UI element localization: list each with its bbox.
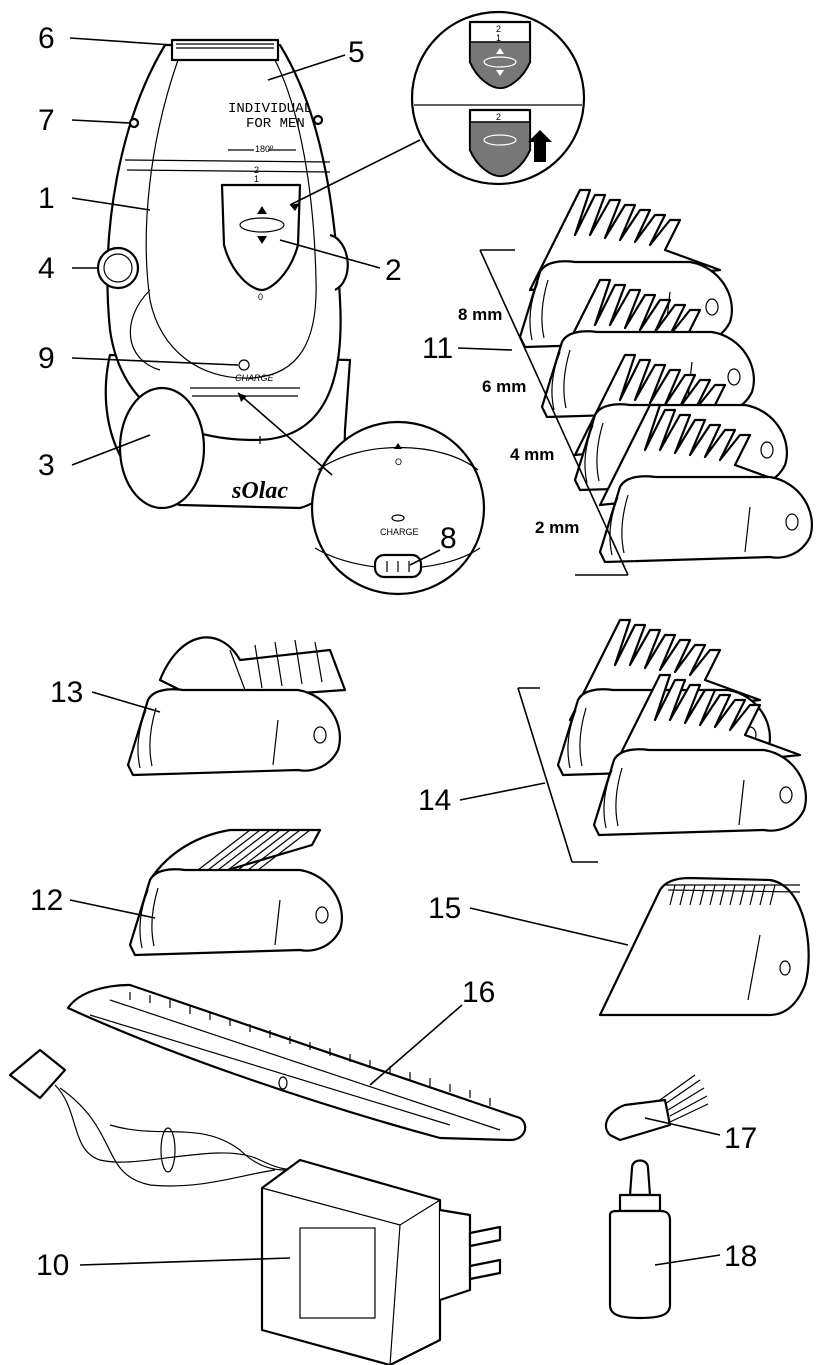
zoom-switch-detail: 2 1 2 <box>289 10 586 211</box>
comb-set-11: 8 mm 6 mm 4 mm 2 mm <box>458 188 814 576</box>
comb-15 <box>598 876 810 1017</box>
callout-9: 9 <box>38 342 55 375</box>
callout-11: 11 <box>422 332 453 365</box>
shaver-body: INDIVIDUAL FOR MEN 180º 2 1 0 CHARGE sOl… <box>96 38 352 510</box>
callout-7: 7 <box>38 104 55 137</box>
callout-3: 3 <box>38 449 55 482</box>
charger-10 <box>8 1048 502 1365</box>
model-line1: INDIVIDUAL <box>228 101 312 117</box>
comb-12 <box>128 828 344 957</box>
callout-12: 12 <box>30 884 63 917</box>
callout-16: 16 <box>462 976 495 1009</box>
callout-5: 5 <box>348 36 365 69</box>
comb-13 <box>126 636 347 777</box>
callout-10: 10 <box>36 1249 69 1282</box>
brush-17 <box>604 1074 709 1142</box>
switch-pos-1: 1 <box>254 174 259 184</box>
callout-18: 18 <box>724 1240 757 1273</box>
callout-14: 14 <box>418 784 451 817</box>
rotation-label: 180º <box>255 144 274 154</box>
zoom-pos-1: 1 <box>496 33 501 43</box>
zoom-charge-label: CHARGE <box>380 527 419 537</box>
callout-15: 15 <box>428 892 461 925</box>
callout-1: 1 <box>38 182 55 215</box>
oil-bottle-18 <box>608 1159 672 1320</box>
comb-size-2mm: 2 mm <box>535 518 579 537</box>
comb-set-14 <box>517 618 808 863</box>
callout-4: 4 <box>38 252 55 285</box>
charge-label: CHARGE <box>235 373 275 383</box>
zoom-pos-0: O <box>395 457 402 467</box>
callout-13: 13 <box>50 676 83 709</box>
model-line2: FOR MEN <box>246 116 305 132</box>
callout-17: 17 <box>724 1122 757 1155</box>
comb-size-6mm: 6 mm <box>482 377 526 396</box>
callout-6: 6 <box>38 22 55 55</box>
leader-lines <box>69 37 721 1266</box>
comb-size-8mm: 8 mm <box>458 305 502 324</box>
comb-16 <box>66 983 527 1142</box>
callout-numbers: 6 5 7 1 2 4 9 3 8 11 13 14 12 15 16 17 1… <box>30 22 757 1282</box>
callout-8: 8 <box>440 522 457 555</box>
zoom-pos-2b: 2 <box>496 112 501 122</box>
brand-logo: sOlac <box>231 478 288 504</box>
comb-size-4mm: 4 mm <box>510 445 554 464</box>
switch-pos-2: 2 <box>254 165 259 175</box>
callout-2: 2 <box>385 254 402 287</box>
zoom-pos-2: 2 <box>496 24 501 34</box>
zoom-charge-detail: O CHARGE <box>237 392 486 596</box>
switch-pos-0: 0 <box>258 292 263 302</box>
